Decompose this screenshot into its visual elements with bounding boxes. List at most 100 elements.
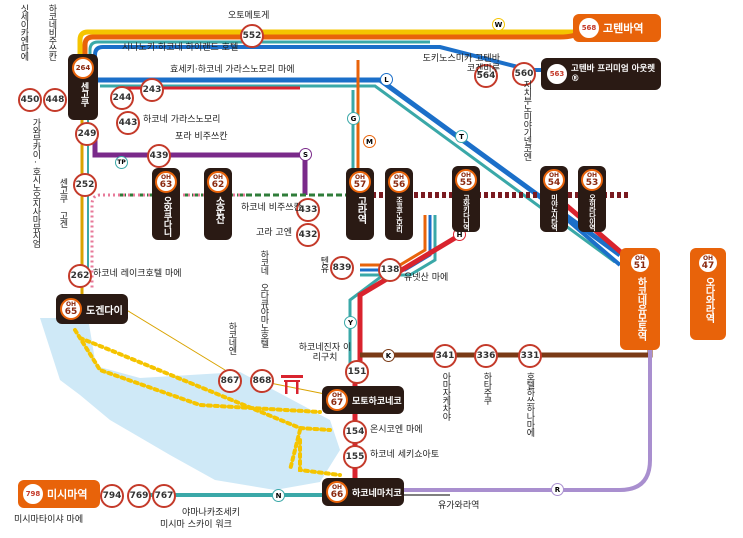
stop-767[interactable]: 767 [152, 484, 176, 508]
stop-331[interactable]: 331 [518, 344, 542, 368]
station-mishima[interactable]: 798 미시마역 [18, 480, 100, 508]
label-868: 하코네 오다큐야마노호텔 [258, 250, 269, 347]
stop-439[interactable]: 439 [147, 144, 171, 168]
label-839: 텐유 [318, 256, 329, 272]
label-433: 하코네 비주쓰칸 [241, 203, 302, 213]
stop-249[interactable]: 249 [75, 122, 99, 146]
stop-794[interactable]: 794 [100, 484, 124, 508]
gotemba-label: 고텐바역 [603, 22, 644, 35]
route-t-line [100, 84, 616, 264]
stop-867[interactable]: 867 [218, 369, 242, 393]
route-pink [90, 193, 245, 290]
label-262: 하코네 레이크호텔 마에 [93, 269, 182, 279]
stop-450[interactable]: 450 [18, 88, 42, 112]
stop-155[interactable]: 155 [343, 445, 367, 469]
kowakidani-label: 고와키다니역 [462, 194, 471, 230]
stop-552[interactable]: 552 [240, 24, 264, 48]
stop-244[interactable]: 244 [110, 86, 134, 110]
route-teal-top [88, 40, 430, 70]
route-thin [109, 299, 226, 371]
label-244: 시나노키·하코네 하이랜드 호텔 [122, 43, 239, 53]
hakonemachi-label: 하코네마치코 [352, 488, 402, 499]
route-r-line [385, 345, 652, 492]
route-w-line [77, 29, 580, 70]
stop-outlet-num: 563 [547, 64, 567, 84]
route-badge-s: S [299, 148, 312, 161]
stop-433[interactable]: 433 [296, 198, 320, 222]
stop-262[interactable]: 262 [68, 264, 92, 288]
stop-839[interactable]: 839 [330, 256, 354, 280]
stop-560[interactable]: 560 [512, 62, 536, 86]
route-badge-m: M [363, 135, 376, 148]
odawara-label: 오다와라역 [703, 277, 714, 322]
stop-252[interactable]: 252 [73, 173, 97, 197]
sengoku-label: 센고쿠 [78, 82, 89, 106]
label-432: 고라 고엔 [256, 228, 292, 238]
label-439: 포라 비주쓰칸 [175, 132, 228, 142]
stop-868[interactable]: 868 [250, 369, 274, 393]
route-badge-l: L [380, 73, 393, 86]
route-k-line [360, 335, 653, 358]
label-867: 하코네엔 [226, 322, 237, 354]
label-252: 센고쿠 고겐 [57, 178, 68, 227]
route-badge-n: N [272, 489, 285, 502]
stop-443[interactable]: 443 [116, 111, 140, 135]
outlet-label: 고텐바 프리미엄 아웃렛® [571, 63, 656, 84]
stop-243[interactable]: 243 [140, 78, 164, 102]
label-249: 가와무카이·호시노오지사마뮤지엄 [30, 118, 41, 247]
miyanoshita-label: 미야노시타역 [550, 194, 559, 230]
station-gotemba[interactable]: 568 고텐바역 [573, 14, 661, 42]
stop-341[interactable]: 341 [433, 344, 457, 368]
label-331: 호텔하쓰하나마에 [524, 372, 535, 436]
label-chichibu: 지치부노미야기넨코엔 [521, 80, 532, 160]
station-sengoku[interactable]: 264 센고쿠 [68, 54, 98, 120]
stop-564[interactable]: 564 [474, 64, 498, 88]
label-448: 하코네비주쓰칸 [46, 4, 57, 60]
lake-ashi [40, 318, 340, 490]
station-gotemba-outlet[interactable]: 563 고텐바 프리미엄 아웃렛® [541, 58, 661, 90]
stop-448[interactable]: 448 [43, 88, 67, 112]
label-154: 온시코엔 마에 [370, 425, 423, 435]
route-badge-y: Y [344, 316, 357, 329]
gora-label: 고라역 [355, 196, 366, 223]
route-badge-tp: TP [115, 156, 128, 169]
label-151: 하코네진자 이리구치 [298, 343, 352, 363]
label-243: 효세키·하코네 가라스노모리 마에 [170, 65, 295, 75]
route-badge-w: W [492, 18, 505, 31]
stop-138[interactable]: 138 [378, 258, 402, 282]
stop-769[interactable]: 769 [127, 484, 151, 508]
stop-mishima-num: 798 [23, 484, 43, 504]
togendai-label: 도겐다이 [86, 305, 123, 317]
route-badge-g: G [347, 112, 360, 125]
stop-336[interactable]: 336 [474, 344, 498, 368]
stop-154[interactable]: 154 [343, 420, 367, 444]
stop-151[interactable]: 151 [345, 360, 369, 384]
stop-432[interactable]: 432 [296, 223, 320, 247]
hakoneyumoto-label: 하코네유모토역 [635, 277, 646, 340]
label-767: 미시마 스카이 워크 [160, 520, 232, 530]
label-769: 야마나카조세키 [182, 508, 240, 518]
label-341: 아마자케차야 [440, 372, 451, 420]
label-336: 하타주쿠 [481, 372, 492, 404]
route-y-line [348, 268, 391, 370]
